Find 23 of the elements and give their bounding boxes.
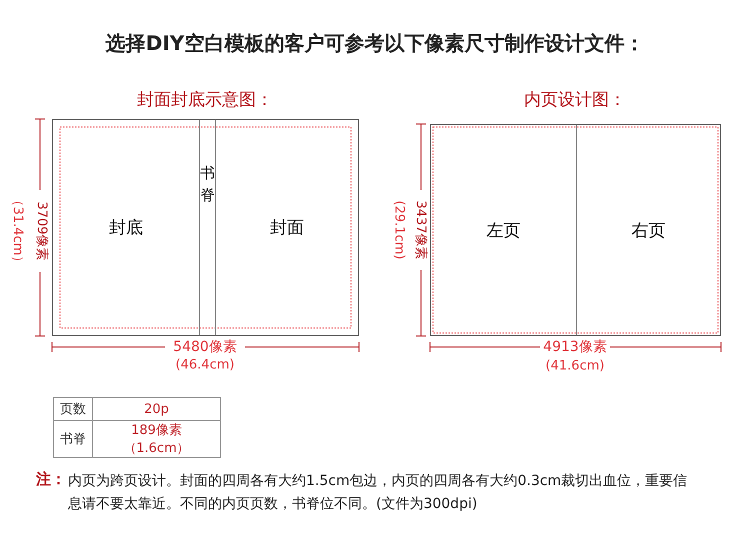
region-label: 封底 xyxy=(109,217,143,239)
table-cell: 20p xyxy=(92,398,220,420)
dimension-label: 4913像素 xyxy=(543,338,607,356)
dimension-label: 5480像素 xyxy=(173,338,237,356)
region-label: 右页 xyxy=(632,220,666,242)
region-label: 书脊 xyxy=(200,163,215,206)
dimension-label: （31.4cm） xyxy=(9,194,26,268)
dimension-label: (41.6cm) xyxy=(546,358,604,374)
dimension-label: (29.1cm) xyxy=(392,200,406,260)
dimension-label: 3437像素 xyxy=(412,200,429,260)
table-cell: 书脊 xyxy=(54,420,92,458)
page-title: 选择DIY空白模板的客户可参考以下像素尺寸制作设计文件： xyxy=(104,30,646,57)
table-cell: 页数 xyxy=(54,398,92,420)
note-text: 内页为跨页设计。封面的四周各有大约1.5cm包边，内页的四周各有大约0.3cm裁切出血位，重要信息请不要太靠近。不同的内页页数，书脊位不同。(文件为300dpi) xyxy=(68,472,688,514)
note-marker: 注： xyxy=(36,470,66,489)
spine-panel xyxy=(199,120,216,335)
region-label: 左页 xyxy=(486,220,520,242)
dimension-label: (46.4cm) xyxy=(176,358,234,372)
table-cell: 189像素（1.6cm） xyxy=(92,420,220,458)
section-heading: 内页设计图： xyxy=(524,89,626,111)
dimension-label: 3709像素 xyxy=(33,201,50,261)
section-heading: 封面封底示意图： xyxy=(137,89,273,111)
region-label: 封面 xyxy=(270,217,304,239)
